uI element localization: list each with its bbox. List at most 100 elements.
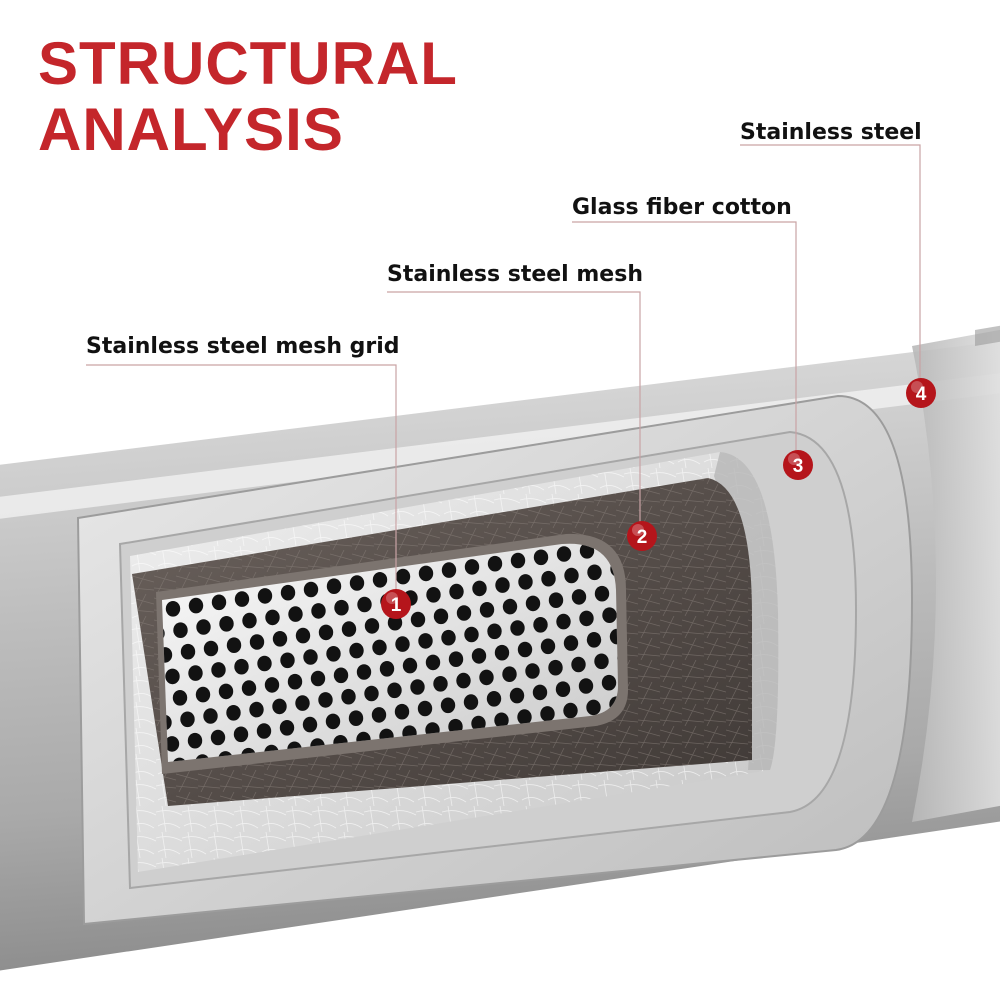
perforation-hole: [387, 614, 403, 631]
perforation-hole: [456, 605, 472, 621]
perforation-hole: [533, 549, 549, 566]
perforation-hole: [502, 666, 517, 682]
perforation-hole: [587, 564, 602, 581]
perforation-hole: [540, 638, 556, 655]
perforation-hole: [318, 624, 334, 641]
perforation-hole: [395, 568, 411, 585]
perforation-hole: [433, 608, 449, 625]
perforation-hole: [233, 726, 249, 743]
perforation-hole: [502, 598, 518, 615]
perforation-hole: [464, 559, 480, 575]
svg-text:1: 1: [391, 595, 402, 616]
perforation-hole: [257, 655, 272, 672]
perforation-hole: [518, 574, 533, 590]
perforation-hole: [349, 642, 364, 659]
perforation-hole: [586, 632, 602, 648]
perforation-hole: [548, 659, 563, 676]
perforation-hole: [249, 701, 264, 718]
perforation-hole: [325, 713, 341, 730]
perforation-hole: [302, 716, 318, 733]
perforation-hole: [165, 601, 181, 617]
perforation-hole: [479, 669, 494, 686]
perforation-hole: [586, 699, 601, 716]
perforation-hole: [425, 654, 441, 671]
perforation-hole: [226, 637, 242, 653]
perforation-hole: [280, 584, 296, 601]
perforation-hole: [471, 715, 486, 732]
perforation-hole: [219, 616, 234, 632]
perforation-hole: [287, 673, 303, 690]
perforation-hole: [372, 572, 388, 588]
perforation-hole: [433, 676, 448, 692]
perforation-hole: [226, 705, 241, 721]
perforation-hole: [379, 661, 395, 677]
perforation-hole: [563, 702, 578, 719]
perforation-hole: [463, 694, 479, 710]
perforation-hole: [310, 670, 326, 687]
perforation-hole: [165, 668, 180, 685]
perforation-hole: [364, 618, 380, 634]
perforation-hole: [487, 555, 503, 572]
perforation-hole: [564, 567, 579, 584]
perforation-hole: [272, 631, 288, 647]
svg-text:4: 4: [916, 384, 927, 405]
perforation-hole: [471, 648, 487, 664]
perforation-hole: [602, 607, 617, 623]
perforation-hole: [218, 683, 234, 700]
perforation-hole: [541, 570, 556, 587]
perforation-hole: [578, 678, 594, 694]
perforation-hole: [417, 700, 433, 717]
perforation-hole: [441, 629, 456, 646]
perforation-hole: [402, 657, 418, 674]
svg-text:2: 2: [637, 527, 648, 548]
perforation-hole: [394, 703, 410, 720]
perforation-hole: [571, 589, 587, 605]
perforation-hole: [341, 688, 356, 705]
perforation-hole: [173, 622, 188, 638]
perforation-hole: [525, 663, 540, 679]
perforation-hole: [195, 686, 211, 703]
perforation-hole: [556, 546, 572, 562]
perforation-hole: [533, 617, 548, 633]
perforation-hole: [456, 672, 471, 689]
perforation-hole: [486, 691, 502, 707]
perforation-hole: [563, 635, 579, 651]
label-glass-fiber-cotton: Glass fiber cotton: [572, 195, 792, 220]
page-title-line-2: ANALYSIS: [38, 96, 344, 163]
perforation-hole: [334, 599, 349, 616]
perforation-hole: [532, 684, 548, 701]
perforation-hole: [464, 626, 479, 643]
perforation-hole: [601, 674, 617, 691]
perforation-hole: [440, 697, 456, 714]
callout-badge-4: 4: [906, 378, 936, 408]
perforation-hole: [555, 681, 571, 697]
perforation-hole: [410, 679, 425, 695]
perforation-hole: [372, 639, 387, 656]
perforation-hole: [210, 729, 226, 746]
perforation-hole: [517, 641, 533, 658]
perforation-hole: [349, 575, 365, 591]
perforation-hole: [162, 647, 173, 663]
perforation-hole: [180, 643, 196, 660]
pipe-end-ring: [912, 329, 1000, 822]
perforation-hole: [348, 710, 364, 726]
perforation-hole: [495, 577, 510, 593]
perforation-hole: [341, 621, 357, 637]
label-stainless-steel-mesh-grid: Stainless steel mesh grid: [86, 334, 400, 359]
perforation-hole: [180, 711, 195, 728]
perforation-hole: [494, 712, 509, 729]
perforation-hole: [525, 595, 541, 612]
perforation-hole: [188, 597, 204, 614]
perforation-hole: [487, 623, 502, 640]
perforation-hole: [418, 633, 433, 649]
perforation-hole: [203, 640, 219, 657]
perforation-hole: [211, 662, 226, 678]
perforation-hole: [594, 653, 609, 670]
perforation-holes: [162, 543, 618, 762]
perforation-hole: [241, 680, 257, 696]
perforation-hole: [311, 603, 326, 619]
perforation-hole: [172, 690, 188, 706]
perforation-hole: [510, 620, 525, 636]
